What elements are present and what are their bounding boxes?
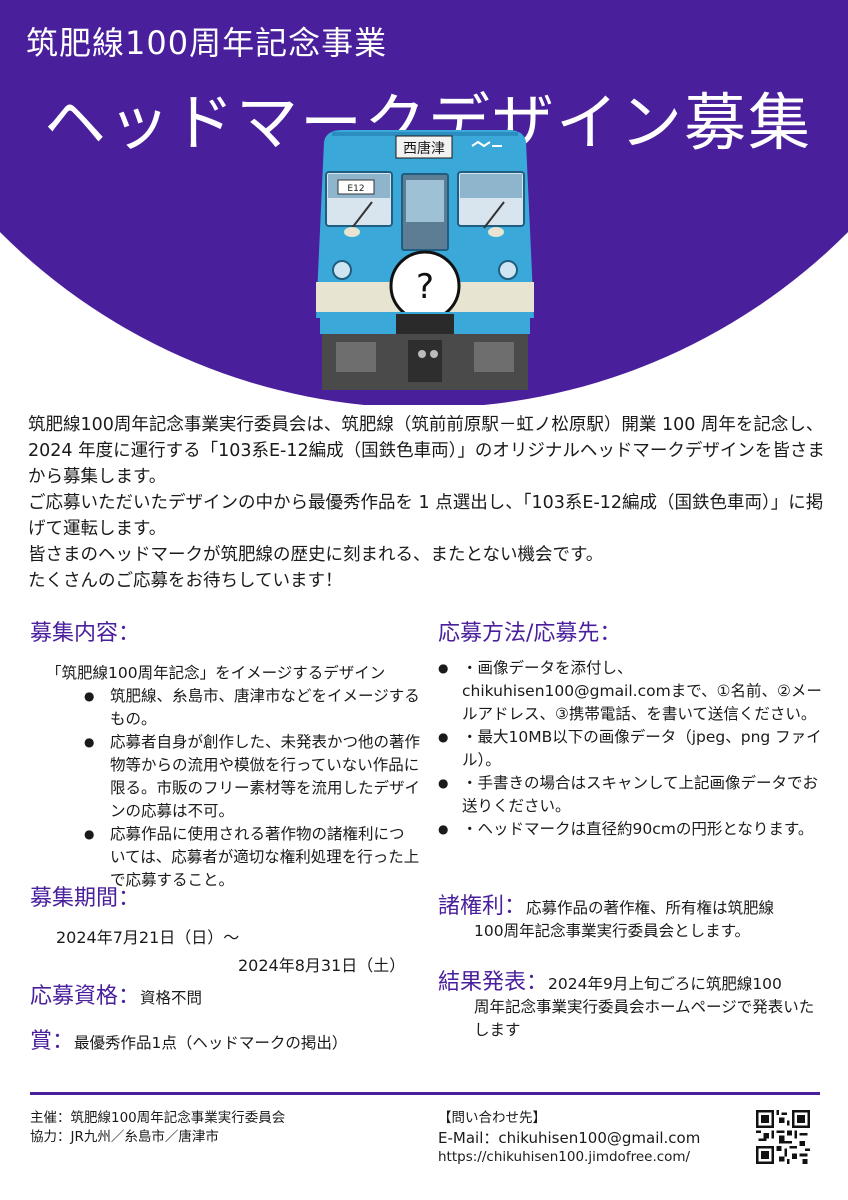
list-item: 筑肥線、糸島市、唐津市などをイメージするもの。 (84, 685, 420, 731)
intro-line: 筑肥線100周年記念事業実行委員会は、筑肥線（筑前前原駅－虹ノ松原駅）開業 10… (28, 415, 825, 487)
header-subtitle: 筑肥線100周年記念事業 (26, 24, 388, 62)
headmark-question-mark: ? (416, 267, 434, 307)
train-coupler-box (396, 314, 454, 334)
list-item: 応募者自身が創作した、未発表かつ他の著作物等からの流用や模倣を行っていない作品に… (84, 731, 420, 823)
intro-text: 筑肥線100周年記念事業実行委員会は、筑肥線（筑前前原駅－虹ノ松原駅）開業 10… (28, 412, 828, 594)
train-headlight-right (498, 260, 518, 280)
prize-heading: 賞： (30, 1029, 75, 1054)
qr-code-icon (756, 1110, 810, 1164)
train-number-plate (337, 179, 375, 195)
results-section: 結果発表：2024年9月上旬ごろに筑肥線100 周年記念事業実行委員会ホームペー… (438, 964, 828, 1042)
list-item: ・最大10MB以下の画像データ（jpeg、png ファイル）。 (438, 726, 828, 772)
results-text-first: 2024年9月上旬ごろに筑肥線100 (548, 975, 782, 993)
train-number-text: E12 (347, 184, 364, 194)
intro-line: 皆さまのヘッドマークが筑肥線の歴史に刻まれる、またとない機会です。 (28, 545, 604, 565)
requirements-lead: 「筑肥線100周年記念」をイメージするデザイン (46, 664, 386, 682)
method-heading: 応募方法/応募先： (438, 621, 622, 646)
period-end: 2024年8月31日（土） (238, 956, 406, 975)
requirements-list: 筑肥線、糸島市、唐津市などをイメージするもの。 応募者自身が創作した、未発表かつ… (30, 685, 420, 892)
qualification-section: 応募資格：資格不問 (30, 978, 420, 1010)
rights-heading: 諸権利： (438, 894, 527, 919)
destination-sign (395, 135, 453, 159)
qualification-heading: 応募資格： (30, 984, 141, 1009)
footer-cooperation: 協力：JR九州／糸島市／唐津市 (30, 1129, 219, 1145)
requirements-heading: 募集内容： (30, 621, 141, 646)
method-section: 応募方法/応募先： ・画像データを添付し、chikuhisen100@gmail… (438, 615, 828, 841)
list-item: ・ヘッドマークは直径約90cmの円形となります。 (438, 818, 828, 841)
prize-text: 最優秀作品1点（ヘッドマークの掲出） (74, 1034, 348, 1052)
footer-divider (30, 1092, 820, 1095)
list-item: 応募作品に使用される著作物の諸権利については、応募者が適切な権利処理を行った上で… (84, 823, 420, 892)
prize-section: 賞：最優秀作品1点（ヘッドマークの掲出） (30, 1023, 420, 1055)
method-list: ・画像データを添付し、chikuhisen100@gmail.comまで、①名前… (438, 657, 828, 841)
results-heading: 結果発表： (438, 970, 549, 995)
footer-organizer-block: 主催：筑肥線100周年記念事業実行委員会 協力：JR九州／糸島市／唐津市 (30, 1109, 285, 1147)
footer-email-link[interactable]: E-Mail：chikuhisen100@gmail.com (438, 1129, 701, 1147)
period-section: 募集期間： 2024年7月21日（日）～ 2024年8月31日（土） (30, 880, 420, 976)
intro-line: ご応募いただいたデザインの中から最優秀作品を 1 点選出し、「103系E-12編… (28, 493, 824, 539)
intro-line: たくさんのご応募をお待ちしています！ (28, 571, 343, 591)
footer-contact-block: 【問い合わせ先】 E-Mail：chikuhisen100@gmail.com … (438, 1109, 700, 1167)
train-illustration: 西唐津 E12 ? (316, 130, 534, 390)
rights-text-first: 応募作品の著作権、所有権は筑肥線 (526, 899, 775, 917)
destination-sign-text: 西唐津 (403, 140, 445, 157)
qualification-text: 資格不問 (140, 989, 203, 1007)
list-item: ・画像データを添付し、chikuhisen100@gmail.comまで、①名前… (438, 657, 828, 726)
list-item: ・手書きの場合はスキャンして上記画像データでお送りください。 (438, 772, 828, 818)
period-heading: 募集期間： (30, 886, 141, 911)
period-start: 2024年7月21日（日）～ (56, 928, 240, 947)
footer-url-link[interactable]: https://chikuhisen100.jimdofree.com/ (438, 1149, 691, 1165)
rights-section: 諸権利：応募作品の著作権、所有権は筑肥線 100周年記念事業実行委員会とします。 (438, 888, 828, 943)
footer-organizer: 主催：筑肥線100周年記念事業実行委員会 (30, 1110, 286, 1126)
footer-contact-heading: 【問い合わせ先】 (438, 1110, 546, 1126)
train-headlight-left (332, 260, 352, 280)
results-text-rest: 周年記念事業実行委員会ホームページで発表いたします (474, 998, 815, 1039)
rights-text-rest: 100周年記念事業実行委員会とします。 (474, 922, 751, 940)
requirements-section: 募集内容： 「筑肥線100周年記念」をイメージするデザイン 筑肥線、糸島市、唐津… (30, 615, 420, 892)
